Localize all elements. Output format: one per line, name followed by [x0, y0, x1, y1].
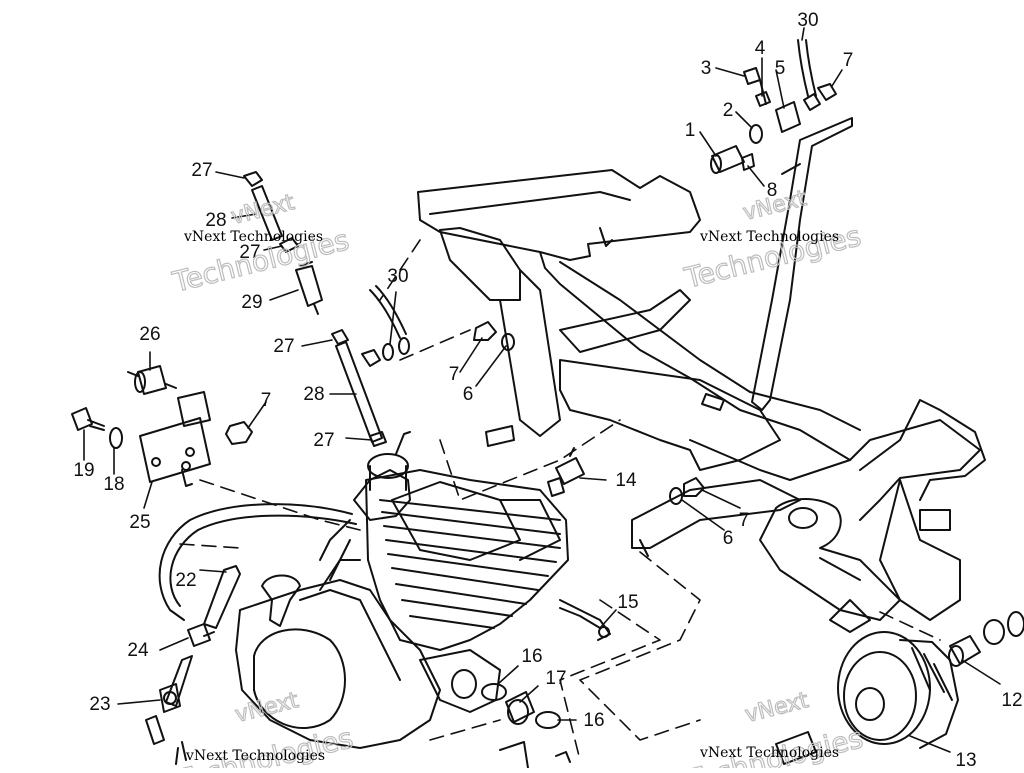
svg-text:vNext: vNext: [743, 688, 812, 728]
watermark-text-bottom-right: vNext Technologies: [699, 745, 839, 761]
callout-24: 24: [127, 640, 149, 661]
part-lower: [499, 741, 529, 769]
hose-28-lower: [335, 341, 383, 443]
callout-22: 22: [175, 570, 196, 591]
clamp-16-upper: [481, 683, 507, 701]
svg-text:vNext: vNext: [233, 688, 302, 728]
clamp-27-mid: [279, 237, 299, 253]
callout-16-upper: 16: [521, 646, 542, 667]
nut-7-center: [473, 321, 497, 341]
sensor-14: [547, 447, 585, 497]
callout-16-lower: 16: [583, 710, 604, 731]
callout-25: 25: [129, 512, 150, 533]
callout-27-top: 27: [191, 160, 212, 181]
watermark-text-top-left: vNext Technologies: [183, 229, 323, 245]
hose-22: [203, 565, 241, 629]
washer-6-right: [669, 487, 683, 505]
callout-6-center: 6: [463, 384, 474, 405]
watermark-text-top-right: vNext Technologies: [699, 229, 839, 245]
hose-lower: [165, 655, 193, 707]
washer-18: [109, 427, 123, 449]
callout-30-mid: 30: [387, 266, 408, 287]
clamp-27-lower: [331, 329, 349, 345]
callout-13: 13: [955, 750, 976, 768]
washer-right: [983, 619, 1005, 645]
svg-text:vNext: vNext: [229, 190, 298, 230]
clamp-27-bottom: [369, 431, 387, 447]
washer-2: [749, 124, 763, 144]
callout-1: 1: [685, 120, 696, 141]
clamp-16-lower: [535, 711, 561, 729]
bracket-25: [139, 391, 211, 487]
hose-bottom: [145, 715, 165, 745]
callout-7-left: 7: [261, 390, 272, 411]
callout-29: 29: [241, 292, 262, 313]
washer-6-center: [501, 333, 515, 351]
frame-chassis: [417, 117, 986, 633]
leader-lines: [83, 27, 1001, 753]
callout-18: 18: [103, 474, 124, 495]
callout-labels: 30 4 3 5 7 2 1 8 27 28 27 29 27 28 27 30…: [73, 10, 1022, 771]
fuel-filter-29: [295, 261, 323, 315]
bushing-12: [948, 635, 981, 667]
cable-30-mid: [369, 285, 407, 339]
rubber-mount-26: [127, 365, 177, 395]
callout-7-right: 7: [739, 510, 750, 531]
nut-7-right: [683, 477, 705, 497]
nut-7-left: [225, 421, 253, 445]
callout-27-second: 27: [239, 242, 260, 263]
fuel-hose: [158, 503, 357, 621]
bolt-19: [71, 407, 105, 431]
callout-4: 4: [755, 38, 766, 59]
callout-14: 14: [615, 470, 637, 491]
hose-28-top: [251, 185, 283, 241]
spacer-8: [741, 153, 755, 171]
callout-7-center: 7: [449, 364, 460, 385]
boot-17: [505, 691, 535, 725]
wire-15: [559, 607, 601, 629]
clutch-13: [837, 631, 959, 749]
callout-28-lower: 28: [303, 384, 324, 405]
bolt-3: [743, 67, 761, 85]
callout-6-right: 6: [723, 528, 734, 549]
washer-right-b: [1007, 611, 1024, 637]
callout-23: 23: [89, 694, 110, 715]
callout-30-upper: 30: [797, 10, 818, 31]
nut-upper: [803, 93, 821, 111]
part-bottom-right: [775, 731, 817, 765]
callout-7-upper: 7: [843, 50, 854, 71]
part-lower-b: [555, 751, 571, 763]
clamp-27-top: [243, 171, 263, 187]
bracket-5: [775, 101, 801, 133]
callout-15: 15: [617, 592, 638, 613]
callout-3: 3: [701, 58, 712, 79]
callout-5: 5: [775, 58, 786, 79]
callout-8: 8: [767, 180, 778, 201]
mount-1: [710, 145, 745, 174]
callout-17: 17: [545, 668, 566, 689]
callout-27-third: 27: [273, 336, 294, 357]
watermarks: vNext Technologies vNext Technologies vN…: [168, 185, 867, 773]
callout-12: 12: [1001, 690, 1022, 711]
engine-assembly: [235, 431, 611, 749]
leader-bottom: [175, 741, 187, 765]
cable-30-upper: [797, 39, 817, 97]
nuts-cable-30: [361, 337, 410, 367]
tee-24: [187, 623, 215, 647]
callout-27-fourth: 27: [313, 430, 334, 451]
callout-26: 26: [139, 324, 160, 345]
valve-23: [159, 683, 181, 713]
bolt-shank-3: [759, 79, 767, 105]
nut-7-upper: [817, 83, 837, 101]
callout-2: 2: [723, 100, 734, 121]
callout-28-top: 28: [205, 210, 226, 231]
lockwasher-4: [755, 91, 771, 107]
callout-19: 19: [73, 460, 94, 481]
watermark-text-bottom-left: vNext Technologies: [185, 748, 325, 764]
